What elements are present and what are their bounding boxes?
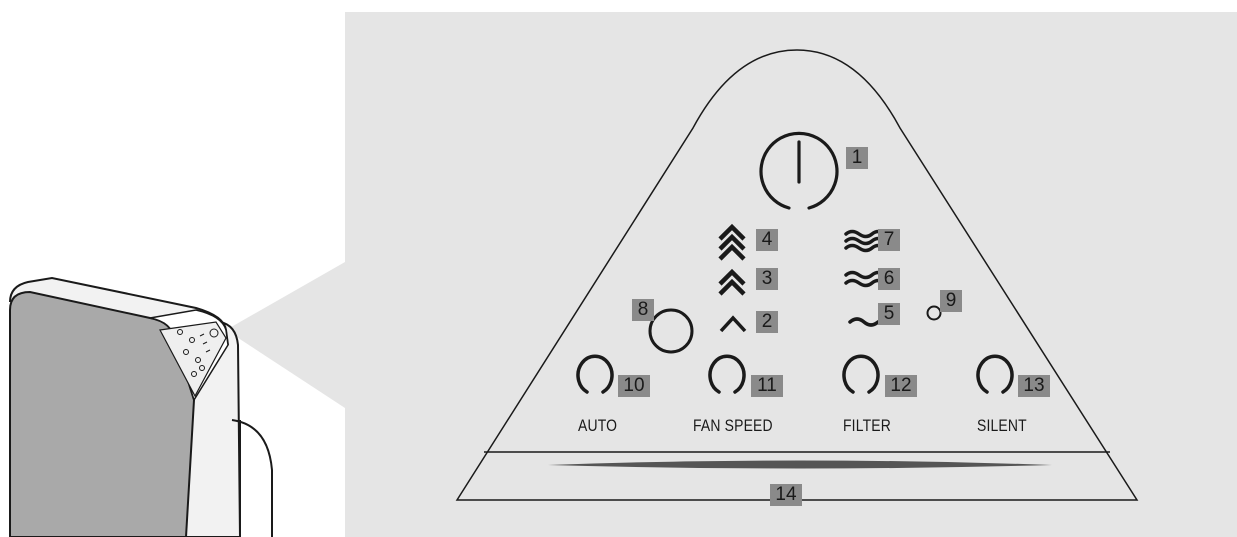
- filter-button-ring[interactable]: [842, 354, 880, 394]
- callout-1: 1: [846, 147, 868, 169]
- panel-outline: [455, 49, 1139, 501]
- indicator-ring-icon: [648, 308, 694, 354]
- callout-14: 14: [770, 484, 802, 506]
- callout-10: 10: [618, 375, 650, 397]
- fan-speed-4-chevron-icon: [718, 223, 746, 261]
- auto-label: AUTO: [578, 416, 618, 435]
- zoom-panel-background: [345, 12, 1237, 537]
- air-purifier-device: [9, 276, 273, 537]
- callout-11: 11: [751, 375, 783, 397]
- auto-button-ring[interactable]: [576, 354, 614, 394]
- callout-8: 8: [632, 299, 654, 321]
- filter-label: FILTER: [843, 416, 891, 435]
- callout-6: 6: [878, 268, 900, 290]
- fan-speed-3-chevron-icon: [718, 268, 746, 296]
- device-mini-button: [189, 337, 195, 343]
- device-mini-button: [195, 357, 201, 363]
- light-strip: [548, 460, 1052, 469]
- device-mini-button: [199, 365, 205, 371]
- device-mini-power-icon: [209, 328, 219, 338]
- device-mini-button: [177, 329, 183, 335]
- fan-speed-label: FAN SPEED: [693, 416, 773, 435]
- silent-button-ring[interactable]: [976, 354, 1014, 394]
- zoom-cone: [226, 262, 345, 408]
- silent-label: SILENT: [977, 416, 1027, 435]
- fan-speed-button-ring[interactable]: [708, 354, 746, 394]
- device-mini-indicators: [199, 333, 211, 353]
- callout-13: 13: [1018, 375, 1050, 397]
- indicator-led-icon: [926, 305, 942, 321]
- callout-7: 7: [878, 229, 900, 251]
- callout-5: 5: [878, 303, 900, 325]
- device-control-panel: [159, 321, 227, 398]
- callout-12: 12: [885, 375, 917, 397]
- wave-level-5-icon: [848, 317, 880, 327]
- device-mini-button: [191, 371, 197, 377]
- callout-3: 3: [756, 268, 778, 290]
- power-icon[interactable]: [759, 131, 839, 210]
- fan-speed-2-chevron-icon: [719, 315, 747, 333]
- device-mini-button: [183, 349, 189, 355]
- callout-4: 4: [756, 229, 778, 251]
- callout-9: 9: [940, 290, 962, 312]
- callout-2: 2: [756, 311, 778, 333]
